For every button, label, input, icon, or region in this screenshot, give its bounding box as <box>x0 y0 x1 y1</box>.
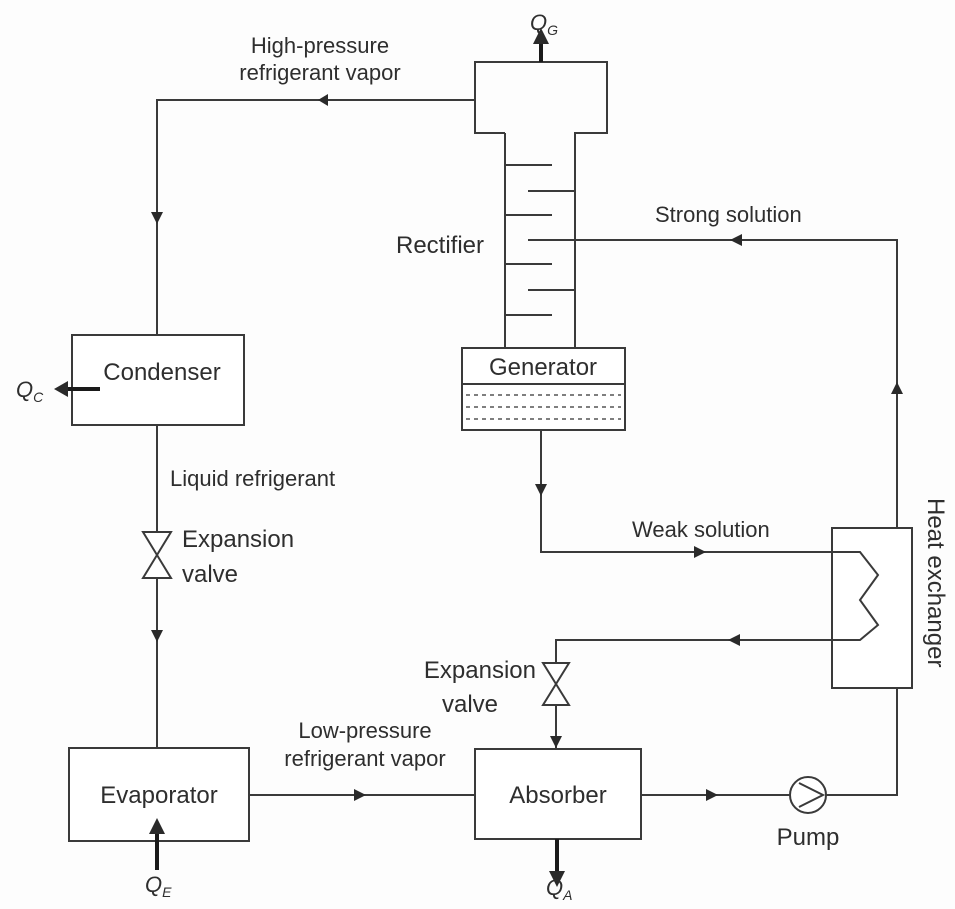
flow-arrow <box>550 736 562 748</box>
weak-solution-line <box>540 430 832 553</box>
strong-solution-label: Strong solution <box>655 202 802 227</box>
absorber-label: Absorber <box>509 782 606 809</box>
flow-arrow <box>318 94 328 106</box>
flow-arrow <box>730 234 742 246</box>
high-pressure-vapor-line <box>156 99 475 335</box>
condenser-box <box>71 334 245 426</box>
high-pressure-label-line2: refrigerant vapor <box>239 60 400 85</box>
heat-out-generator-arrowhead <box>533 28 549 44</box>
rectifier-label: Rectifier <box>396 232 484 259</box>
flow-arrow <box>694 546 706 558</box>
flow-arrow <box>706 789 718 801</box>
condenser-label: Condenser <box>103 359 220 386</box>
generator-liquid <box>466 394 621 420</box>
expansion-valve-left-line1: Expansion <box>182 526 294 553</box>
evaporator-label: Evaporator <box>100 782 217 809</box>
heat-out-absorber-arrowhead <box>549 871 565 887</box>
flow-arrow <box>151 630 163 642</box>
rectifier-column-outline <box>474 61 608 348</box>
low-pressure-label-line1: Low-pressure <box>298 718 431 743</box>
liquid-refrigerant-label: Liquid refrigerant <box>170 466 335 491</box>
flow-arrow <box>151 212 163 224</box>
generator-box <box>461 347 626 431</box>
heat-in-evaporator-arrowhead <box>149 818 165 834</box>
flow-arrow <box>354 789 366 801</box>
weak-solution-label: Weak solution <box>632 517 770 542</box>
pump-label: Pump <box>777 824 840 851</box>
rectifier-trays <box>505 164 575 316</box>
heat-generator-label: QG <box>530 10 558 38</box>
heat-condenser-label: QC <box>16 377 44 405</box>
heat-exchanger-box <box>831 527 913 689</box>
expansion-valve-left-symbol <box>141 531 173 579</box>
expansion-valve-right-line2: valve <box>442 691 498 718</box>
heat-out-condenser-arrowhead <box>54 381 68 397</box>
heat-absorber-label: QA <box>546 875 572 903</box>
heat-evaporator-label: QE <box>145 872 172 900</box>
weak-solution-return-line <box>555 639 832 663</box>
heat-exchanger-label: Heat exchanger <box>922 498 949 667</box>
absorber-box <box>474 748 642 840</box>
generator-label: Generator <box>489 354 597 381</box>
expansion-valve-left-line2: valve <box>182 561 238 588</box>
low-pressure-label-line2: refrigerant vapor <box>284 746 445 771</box>
expansion-valve-right-symbol <box>541 662 571 706</box>
flow-arrow <box>535 484 547 496</box>
high-pressure-label-line1: High-pressure <box>251 33 389 58</box>
pump-symbol <box>789 776 827 814</box>
heat-exchanger-coil <box>832 551 880 641</box>
flow-arrow <box>891 382 903 394</box>
expansion-valve-right-line1: Expansion <box>424 657 536 684</box>
flow-arrow <box>728 634 740 646</box>
